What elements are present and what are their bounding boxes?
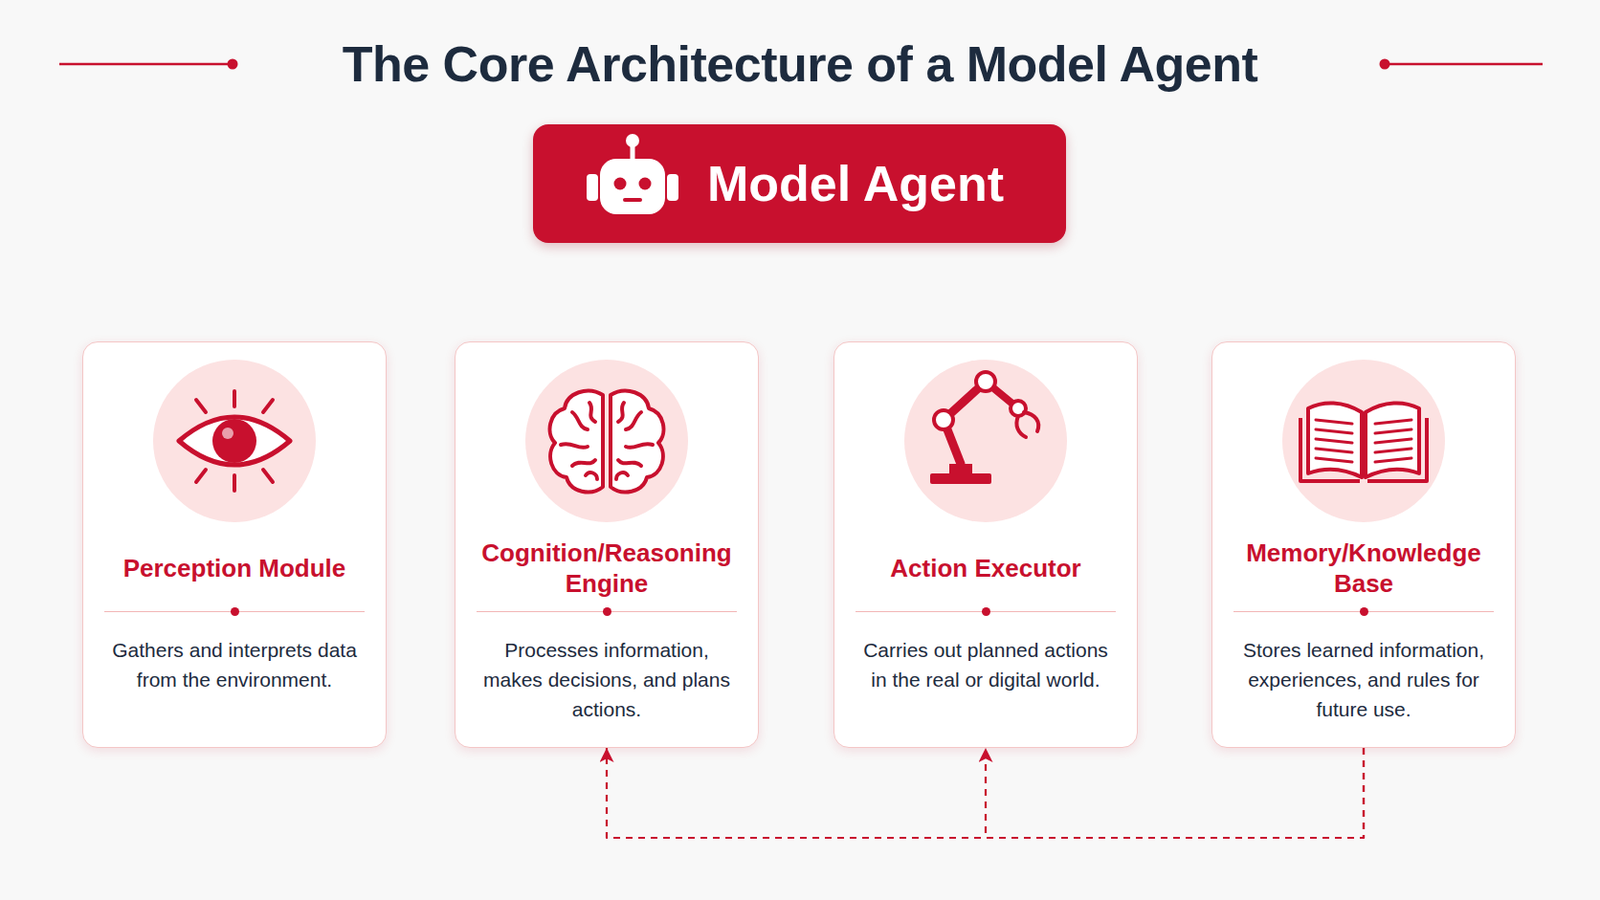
icon-circle: [153, 359, 316, 523]
eye-iris: [212, 419, 257, 464]
icon-circle: [1282, 359, 1445, 523]
page-lines: [1315, 420, 1353, 463]
module-heading: Perception Module: [94, 533, 375, 604]
brain-icon: [525, 359, 689, 523]
title-dot: [1379, 59, 1391, 70]
eye-outline: [178, 417, 290, 466]
agent-box: Model Agent: [533, 124, 1067, 244]
eye-rays: [196, 391, 273, 491]
title-rule: [59, 63, 233, 67]
eye-ray: [263, 400, 273, 413]
module-card: Perception ModuleGathers and interprets …: [82, 341, 387, 749]
arm-gripper: [1016, 412, 1039, 438]
book-page: [1365, 402, 1420, 478]
eye-ray: [232, 475, 237, 491]
module-heading: Cognition/Reasoning Engine: [466, 533, 747, 604]
feedback-dashed-arrow: [985, 748, 1364, 839]
icon-circle: [525, 359, 689, 523]
title-rule: [1384, 63, 1543, 67]
brain-fold: [572, 460, 596, 467]
arm-segment: [943, 381, 986, 421]
divider-dot: [602, 607, 612, 617]
module-heading: Action Executor: [845, 533, 1126, 604]
brain-fold: [585, 472, 598, 480]
robot-eye: [639, 177, 652, 191]
page-outline: [1308, 402, 1362, 478]
book-icon: [1282, 359, 1445, 523]
robot-icon: [586, 133, 679, 215]
module-heading: Memory/Knowledge Base: [1223, 533, 1504, 604]
brain-fold: [560, 444, 588, 448]
robot-head: [600, 158, 666, 215]
robot-mouth: [622, 198, 643, 202]
brain-outline: [550, 391, 603, 493]
divider-dot: [981, 607, 991, 617]
arm-joint: [976, 372, 996, 392]
eye-ray: [263, 469, 273, 483]
page-line: [1315, 420, 1353, 424]
eye-highlight: [222, 427, 234, 440]
feedback-dashed-arrow: [606, 748, 1364, 839]
brain-hemisphere: [550, 391, 603, 493]
module-description: Gathers and interprets data from the env…: [103, 635, 366, 695]
title-dot: [227, 59, 239, 70]
book-page: [1308, 402, 1362, 478]
arm-joint: [1010, 400, 1026, 417]
book-cover: [1300, 418, 1427, 482]
arm-segment: [943, 420, 961, 465]
eye-ray: [196, 469, 206, 483]
page-line: [1315, 439, 1353, 444]
module-card: Memory/Knowledge BaseStores learned info…: [1211, 341, 1516, 749]
module-description: Carries out planned actions in the real …: [854, 635, 1117, 695]
page-line: [1315, 458, 1353, 463]
robot-antenna: [630, 145, 636, 161]
arm-joint: [933, 410, 954, 430]
robot-ear: [586, 174, 599, 201]
arm-base: [930, 473, 992, 485]
divider-dot: [230, 607, 240, 617]
robot-ear: [666, 174, 679, 201]
arm-pedestal: [949, 464, 973, 476]
eye-ray: [232, 391, 237, 407]
robot-arm-icon: [904, 359, 1067, 523]
brain-hemisphere: [610, 391, 664, 493]
page-line: [1315, 429, 1353, 434]
module-card: Cognition/Reasoning EngineProcesses info…: [454, 341, 759, 749]
module-description: Stores learned information, experiences,…: [1232, 635, 1495, 725]
module-description: Processes information, makes decisions, …: [475, 635, 738, 725]
brain-fold: [572, 412, 588, 430]
brain-fold: [589, 402, 596, 423]
eye-ray: [196, 400, 206, 413]
dashed-connectors: [606, 748, 1364, 839]
arm-segment: [985, 381, 1019, 409]
robot-antenna-tip: [625, 133, 640, 148]
robot-eye: [614, 177, 627, 191]
eye-icon: [153, 359, 316, 523]
module-card: Action ExecutorCarries out planned actio…: [833, 341, 1138, 749]
diagram-title: The Core Architecture of a Model Agent: [0, 28, 1600, 100]
page-line: [1315, 448, 1353, 453]
divider-dot: [1359, 607, 1369, 617]
icon-circle: [904, 359, 1067, 523]
agent-label: Model Agent: [707, 124, 1004, 244]
